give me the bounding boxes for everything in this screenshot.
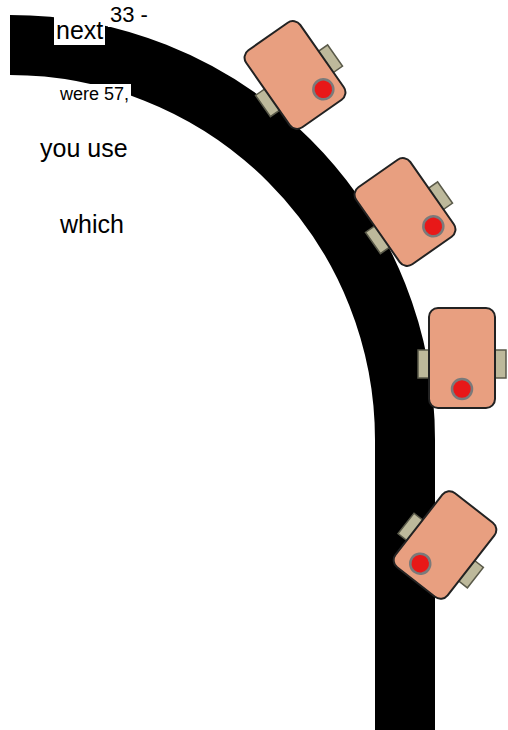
black-track — [10, 45, 405, 730]
robot — [342, 148, 468, 275]
slide-text-fragment: you use — [38, 134, 130, 163]
slide-text-fragment: were 57, — [58, 84, 131, 105]
robot — [418, 308, 506, 408]
slide-text-fragment: next — [54, 16, 105, 45]
robot — [232, 11, 358, 138]
robot — [381, 481, 508, 609]
slide-text-fragment: 33 - — [108, 2, 150, 27]
slide-text-fragment: which — [58, 210, 126, 239]
